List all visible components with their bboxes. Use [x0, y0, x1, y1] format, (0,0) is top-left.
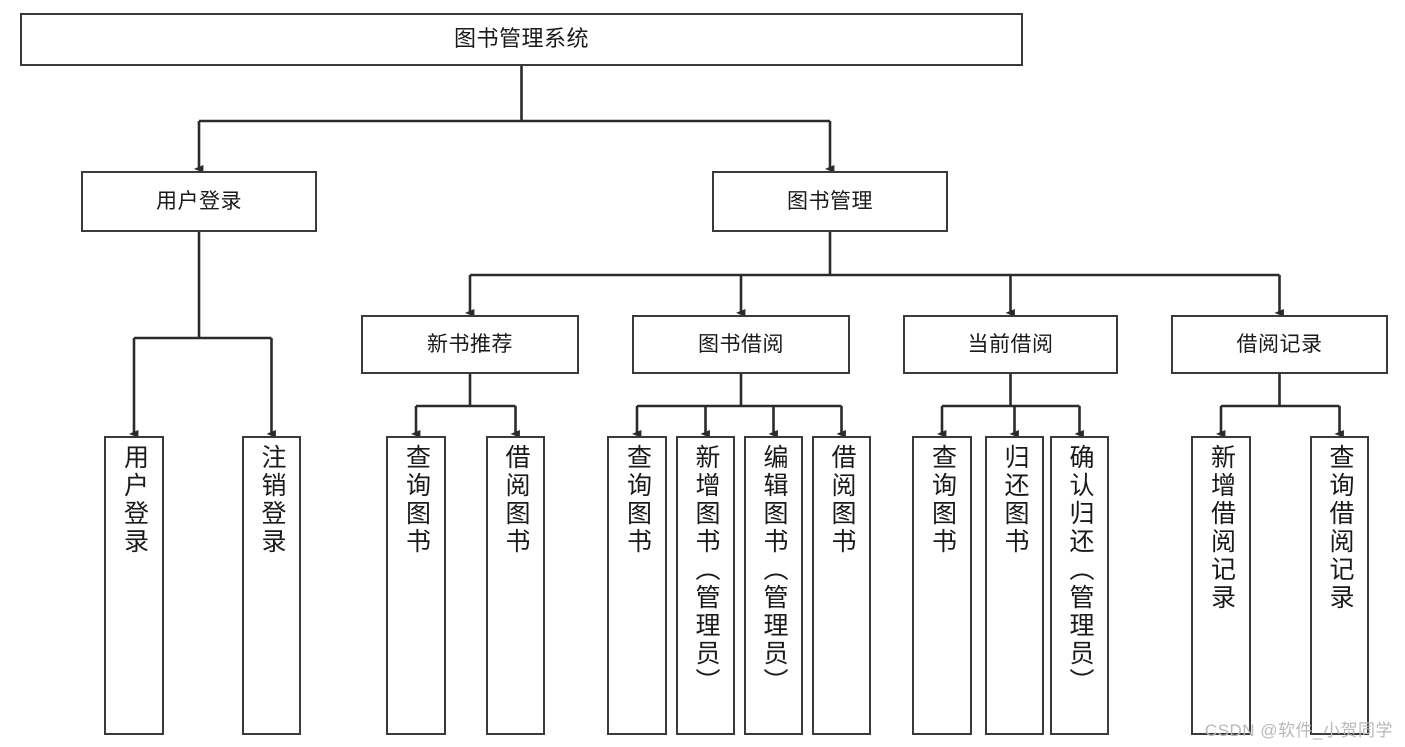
node-label: 编辑图书（管理员）	[760, 444, 788, 696]
node-label: 注销登录	[258, 444, 286, 556]
leaf-borrow-edit-book[interactable]: 编辑图书（管理员）	[744, 436, 803, 735]
leaf-current-confirm-return[interactable]: 确认归还（管理员）	[1050, 436, 1109, 735]
node-root[interactable]: 图书管理系统	[20, 13, 1023, 66]
node-label: 借阅图书	[828, 444, 856, 556]
node-label: 归还图书	[1001, 444, 1029, 556]
node-label: 用户登录	[156, 189, 242, 213]
node-book-management[interactable]: 图书管理	[712, 171, 948, 232]
leaf-borrow-add-book[interactable]: 新增图书（管理员）	[676, 436, 735, 735]
node-label: 图书管理系统	[453, 26, 589, 52]
leaf-newbook-borrow-book[interactable]: 借阅图书	[486, 436, 545, 735]
leaf-newbook-query-book[interactable]: 查询图书	[386, 436, 446, 735]
leaf-borrow-borrow-book[interactable]: 借阅图书	[812, 436, 871, 735]
node-label: 新增借阅记录	[1207, 444, 1236, 612]
node-label: 查询图书	[402, 444, 431, 556]
leaf-current-query-book[interactable]: 查询图书	[912, 436, 972, 735]
node-label: 查询图书	[928, 444, 957, 556]
node-borrow-record[interactable]: 借阅记录	[1171, 315, 1388, 374]
leaf-borrow-query-book[interactable]: 查询图书	[607, 436, 667, 735]
leaf-current-return-book[interactable]: 归还图书	[985, 436, 1044, 735]
node-label: 查询图书	[623, 444, 652, 556]
node-label: 图书管理	[787, 189, 873, 213]
node-label: 借阅图书	[502, 444, 530, 556]
node-label: 新增图书（管理员）	[692, 444, 720, 696]
node-new-book-recommend[interactable]: 新书推荐	[361, 315, 579, 374]
node-label: 借阅记录	[1236, 332, 1323, 356]
node-label: 新书推荐	[427, 332, 513, 356]
leaf-record-add-record[interactable]: 新增借阅记录	[1191, 436, 1251, 735]
watermark: CSDN @软件_小贺同学	[1204, 721, 1393, 740]
node-label: 当前借阅	[967, 332, 1054, 356]
leaf-record-query-record[interactable]: 查询借阅记录	[1310, 436, 1369, 735]
leaf-user-login[interactable]: 用户登录	[104, 436, 164, 735]
leaf-logout[interactable]: 注销登录	[242, 436, 301, 735]
node-label: 确认归还（管理员）	[1066, 444, 1094, 696]
node-label: 图书借阅	[698, 332, 784, 356]
node-book-borrow[interactable]: 图书借阅	[632, 315, 850, 374]
node-current-borrow[interactable]: 当前借阅	[903, 315, 1118, 374]
node-label: 用户登录	[120, 444, 149, 556]
node-user-login[interactable]: 用户登录	[81, 171, 317, 232]
node-label: 查询借阅记录	[1326, 444, 1354, 612]
